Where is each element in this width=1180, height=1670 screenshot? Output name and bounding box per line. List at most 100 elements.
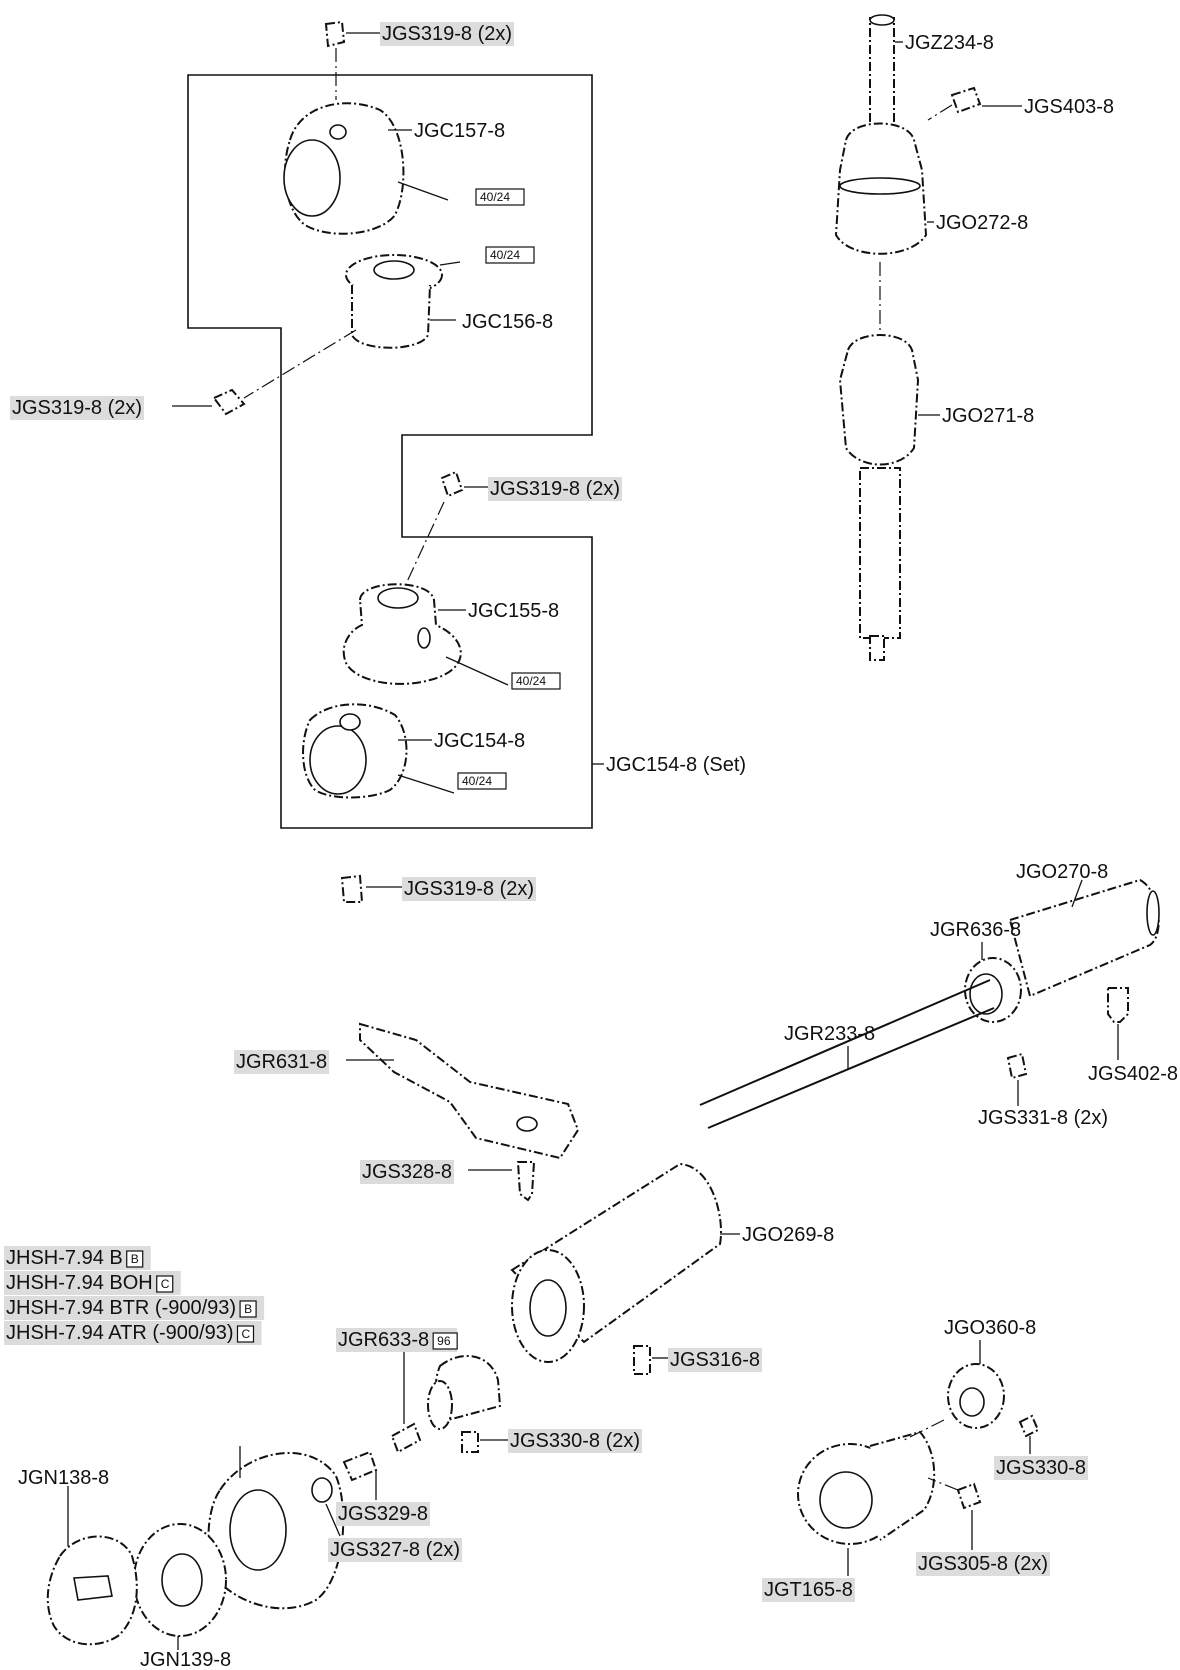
badge-155: 40/24: [511, 672, 561, 690]
label-jhsh1: JHSH-7.94 B: [6, 1247, 123, 1269]
label-jhsh3: JHSH-7.94 BTR (-900/93): [6, 1297, 236, 1319]
part-jgn138: [46, 1535, 138, 1646]
label-o270: JGO270-8: [1016, 861, 1108, 883]
part-jgc155: [342, 583, 462, 685]
svg-text:40/24: 40/24: [462, 774, 492, 788]
label-s328: JGS328-8: [362, 1161, 452, 1183]
label-highlight: [336, 1502, 431, 1526]
label-highlight: [4, 1271, 181, 1295]
part-jgs319-mid: [440, 470, 464, 498]
part-jgs316: [633, 1345, 651, 1375]
part-jgs330x2: [461, 1431, 479, 1453]
label-r633: JGR633-8: [338, 1329, 429, 1351]
label-highlight: [402, 877, 537, 901]
label-156: JGC156-8: [462, 311, 553, 333]
label-highlight: [4, 1321, 262, 1345]
label-319_mid: JGS319-8 (2x): [490, 478, 620, 500]
label-highlight: [994, 1456, 1089, 1480]
part-jgs319-bottom: [340, 874, 364, 903]
label-highlight: [488, 477, 623, 501]
svg-text:C: C: [161, 1277, 170, 1291]
svg-text:B: B: [244, 1302, 252, 1316]
part-jgs305: [956, 1482, 982, 1510]
part-jgt165: [797, 1430, 936, 1545]
label-s327: JGS327-8 (2x): [330, 1539, 460, 1561]
part-jgs319-top: [324, 20, 346, 100]
label-o269: JGO269-8: [742, 1224, 834, 1246]
badge-r633: 96: [432, 1332, 458, 1350]
label-155: JGC155-8: [468, 600, 559, 622]
part-jgs331: [1006, 1052, 1028, 1080]
part-jgc157: [283, 102, 405, 235]
label-n138: JGN138-8: [18, 1467, 109, 1489]
part-jgs319-left: [212, 388, 246, 416]
part-jgs328: [516, 1161, 536, 1202]
svg-text:C: C: [242, 1327, 251, 1341]
label-s331: JGS331-8 (2x): [978, 1107, 1108, 1129]
label-jhsh2: JHSH-7.94 BOH: [6, 1272, 153, 1294]
label-154set: JGC154-8 (Set): [606, 754, 746, 776]
badge-154: 40/24: [457, 772, 507, 790]
labels-layer: JGS319-8 (2x)JGC157-840/2440/24JGC156-8J…: [4, 22, 1178, 1670]
label-highlight: [328, 1538, 463, 1562]
label-highlight: [916, 1552, 1051, 1576]
label-o360: JGO360-8: [944, 1317, 1036, 1339]
label-319_top: JGS319-8 (2x): [382, 23, 512, 45]
label-s316: JGS316-8: [670, 1349, 760, 1371]
label-s329: JGS329-8: [338, 1503, 428, 1525]
label-n139: JGN139-8: [140, 1649, 231, 1670]
part-jgr633: [390, 1422, 422, 1454]
label-jhsh4: JHSH-7.94 ATR (-900/93): [6, 1322, 234, 1344]
part-jgc156: [345, 254, 443, 349]
set-frame: [187, 74, 593, 829]
label-s330: JGS330-8: [996, 1457, 1086, 1479]
svg-text:40/24: 40/24: [480, 190, 510, 204]
label-r233: JGR233-8: [784, 1023, 875, 1045]
part-jgo360: [947, 1363, 1005, 1429]
part-jgr636: [964, 957, 1022, 1023]
part-jgs402: [1107, 987, 1129, 1023]
label-157: JGC157-8: [414, 120, 505, 142]
badge-157: 40/24: [475, 188, 525, 206]
label-r636: JGR636-8: [930, 919, 1021, 941]
label-s330x2: JGS330-8 (2x): [510, 1430, 640, 1452]
part-jgr631: [359, 1022, 580, 1160]
badge-jhsh3: B: [239, 1300, 257, 1318]
badge-jhsh1: B: [126, 1250, 144, 1268]
label-s305: JGS305-8 (2x): [918, 1553, 1048, 1575]
badge-jhsh4: C: [236, 1325, 255, 1343]
badge-156: 40/24: [485, 246, 535, 264]
label-o271: JGO271-8: [942, 405, 1034, 427]
label-highlight: [10, 396, 145, 420]
badge-jhsh2: C: [156, 1275, 174, 1293]
label-319_bottom: JGS319-8 (2x): [404, 878, 534, 900]
part-jgo271: [838, 334, 920, 661]
svg-text:B: B: [131, 1252, 139, 1266]
label-s402: JGS402-8: [1088, 1063, 1178, 1085]
part-jgs330: [1018, 1414, 1040, 1438]
label-o272: JGO272-8: [936, 212, 1028, 234]
label-highlight: [234, 1050, 330, 1074]
svg-text:96: 96: [437, 1334, 451, 1348]
label-highlight: [762, 1578, 855, 1602]
label-319_left: JGS319-8 (2x): [12, 397, 142, 419]
part-jgo270: [1008, 878, 1160, 998]
part-jgn139: [133, 1523, 227, 1637]
label-highlight: [668, 1348, 763, 1372]
label-highlight: [380, 22, 515, 46]
svg-text:40/24: 40/24: [516, 674, 546, 688]
label-highlight: [360, 1160, 455, 1184]
label-t165: JGT165-8: [764, 1579, 853, 1601]
label-154: JGC154-8: [434, 730, 525, 752]
part-jhsh: [207, 1452, 345, 1610]
part-jgs403: [950, 86, 982, 114]
svg-text:40/24: 40/24: [490, 248, 520, 262]
part-jgo269: [510, 1162, 722, 1363]
part-hub: [427, 1354, 502, 1430]
label-z234: JGZ234-8: [905, 32, 994, 54]
label-r631: JGR631-8: [236, 1051, 327, 1073]
label-highlight: [4, 1296, 265, 1320]
part-jgc154: [302, 703, 408, 799]
part-jgo272: [834, 122, 928, 255]
